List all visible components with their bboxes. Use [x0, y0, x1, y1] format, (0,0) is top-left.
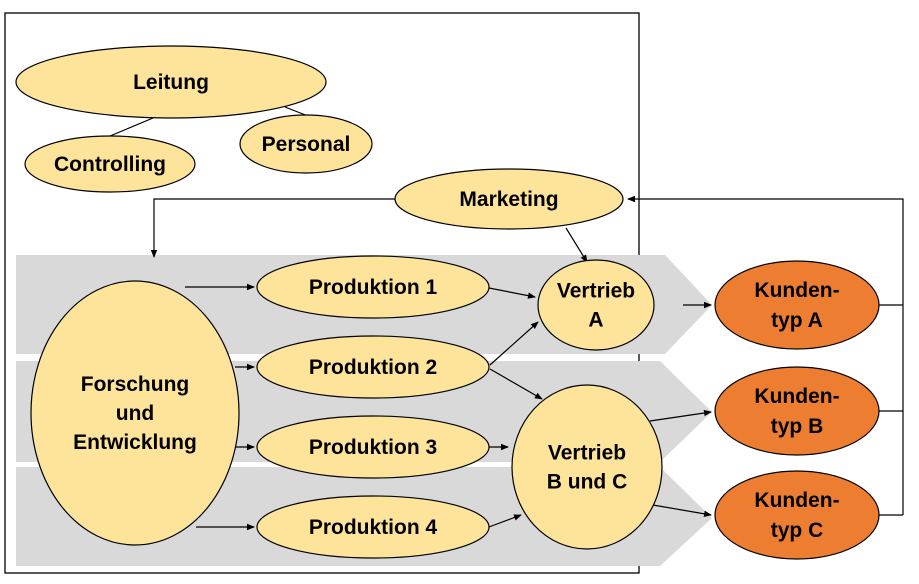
node-vertrieb-bc: Vertrieb B und C: [511, 384, 663, 550]
node-vertrieb-a-label: Vertrieb: [557, 280, 635, 303]
node-leitung-label: Leitung: [133, 71, 209, 94]
node-personal-label: Personal: [262, 133, 351, 156]
node-produktion2-shape: [256, 335, 490, 399]
node-fue-label: und: [116, 402, 154, 425]
node-produktion1-shape: [256, 255, 490, 319]
node-leitung-shape: [15, 45, 327, 119]
node-produktion1: Produktion 1: [256, 255, 490, 319]
node-vertrieb-a-shape: [537, 259, 655, 351]
node-marketing: Marketing: [394, 168, 624, 230]
node-kundentyp-b-label: Kunden-: [754, 385, 839, 408]
node-produktion1-label: Produktion 1: [309, 276, 438, 299]
node-controlling-label: Controlling: [54, 153, 166, 176]
node-marketing-label: Marketing: [459, 188, 558, 211]
node-produktion3: Produktion 3: [256, 415, 490, 479]
node-produktion3-shape: [256, 415, 490, 479]
node-produktion3-label: Produktion 3: [309, 436, 437, 459]
edge-leitung-controlling: [109, 117, 154, 137]
node-fue-label: Forschung: [81, 373, 190, 396]
edge-marketing-fue: [150, 198, 395, 258]
node-kundentyp-c-shape: [714, 470, 880, 560]
node-kundentyp-a-shape: [714, 260, 880, 350]
node-vertrieb-a-label: A: [588, 309, 603, 332]
node-kundentyp-b-shape: [714, 366, 880, 456]
node-produktion4: Produktion 4: [256, 495, 490, 559]
node-kundentyp-c-label: Kunden-: [754, 489, 839, 512]
node-kundentyp-c-label: typ C: [771, 519, 824, 542]
node-kundentyp-c: Kunden-typ C: [714, 470, 880, 560]
node-fue-shape: [30, 280, 240, 546]
node-controlling-shape: [24, 135, 196, 193]
node-kundentyp-a-label: Kunden-: [754, 279, 839, 302]
node-personal: Personal: [239, 114, 373, 174]
node-produktion4-label: Produktion 4: [309, 516, 438, 539]
node-leitung: Leitung: [15, 45, 327, 119]
feedback-to-marketing: [627, 195, 904, 515]
node-kundentyp-a-label: typ A: [771, 309, 823, 332]
edge-produktion4-vertrieb-bc: [488, 514, 522, 528]
node-kundentyp-b-label: typ B: [771, 415, 824, 438]
node-fue-label: Entwicklung: [73, 431, 197, 454]
edge-produktion1-vertrieb-a: [488, 287, 536, 299]
node-vertrieb-bc-label: Vertrieb: [548, 442, 626, 465]
node-vertrieb-bc-shape: [511, 384, 663, 550]
node-personal-shape: [239, 114, 373, 174]
edge-produktion2-vertrieb-bc: [489, 368, 543, 400]
node-kundentyp-b: Kunden-typ B: [714, 366, 880, 456]
edge-marketing-vertrieb-a: [565, 227, 588, 263]
node-kundentyp-a: Kunden-typ A: [714, 260, 880, 350]
node-produktion2-label: Produktion 2: [309, 356, 437, 379]
node-controlling: Controlling: [24, 135, 196, 193]
node-vertrieb-bc-label: B und C: [547, 471, 627, 494]
node-marketing-shape: [394, 168, 624, 230]
node-produktion2: Produktion 2: [256, 335, 490, 399]
edge-vertrieb-bc-kundentyp-c: [652, 504, 712, 517]
edge-produktion2-vertrieb-a: [489, 321, 539, 366]
node-produktion4-shape: [256, 495, 490, 559]
edge-vertrieb-bc-kundentyp-b: [649, 409, 712, 422]
